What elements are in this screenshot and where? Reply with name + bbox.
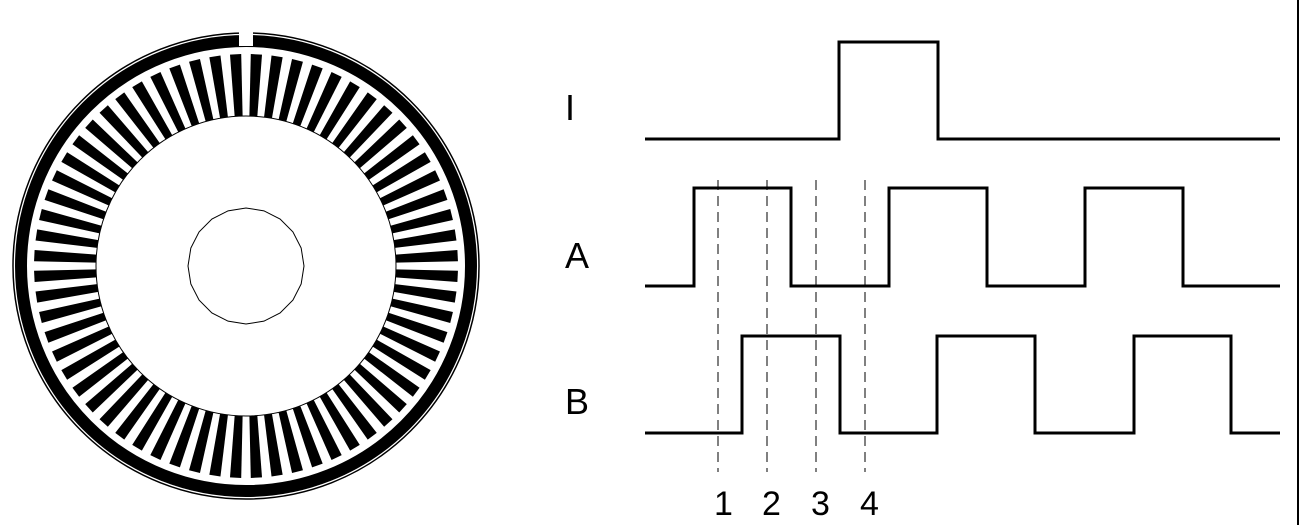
disk-slot: [150, 72, 186, 133]
disk-slot: [332, 92, 377, 148]
disk-slot: [354, 363, 407, 413]
disk-slot: [132, 81, 173, 140]
disk-slot: [372, 339, 431, 380]
disk-slot: [319, 81, 360, 140]
disk-slot: [115, 92, 160, 148]
disk-slot: [364, 135, 420, 180]
disk-slot: [364, 352, 420, 397]
disk-slot: [379, 170, 440, 206]
disk-slot: [85, 363, 138, 413]
disk-slot: [61, 152, 120, 193]
disk-slot: [72, 352, 128, 397]
disk-slot: [390, 298, 453, 323]
disk-slot: [264, 413, 283, 477]
disk-slot: [278, 59, 303, 122]
disk-slot: [395, 249, 458, 263]
disk-slot: [249, 415, 263, 478]
disk-slot: [319, 392, 360, 451]
disk-slot: [39, 298, 102, 323]
signal-label-i: I: [565, 87, 575, 128]
disk-slot: [52, 326, 113, 362]
disk-slot: [343, 105, 393, 158]
waveform-b: [645, 334, 1280, 435]
disk-slot: [52, 170, 113, 206]
disk-slot: [292, 405, 323, 468]
disk-slot: [99, 105, 149, 158]
step-marker-label-4: 4: [860, 485, 879, 523]
disk-slot: [393, 284, 457, 303]
disk-inner-track-edge: [95, 115, 397, 417]
disk-slot: [189, 59, 214, 122]
disk-slot: [209, 413, 228, 477]
disk-slot: [169, 64, 200, 127]
waveform-a: [645, 186, 1280, 288]
disk-slot: [354, 119, 407, 169]
index-mark: [239, 30, 253, 46]
disk-slot: [306, 399, 342, 460]
step-marker-label-1: 1: [714, 485, 733, 523]
waveform-i: [645, 40, 1280, 141]
disk-slot: [343, 374, 393, 427]
disk-slot: [72, 135, 128, 180]
disk-slot: [292, 64, 323, 127]
disk-slot: [379, 326, 440, 362]
disk-slot: [306, 72, 342, 133]
disk-slot: [264, 55, 283, 119]
disk-slot: [150, 399, 186, 460]
disk-slot: [39, 209, 102, 234]
signal-label-b: B: [565, 381, 589, 422]
slot-track: [34, 54, 458, 478]
disk-slot: [229, 415, 243, 478]
disk-slot: [209, 55, 228, 119]
disk-slot: [372, 152, 431, 193]
disk-slot: [390, 209, 453, 234]
disk-slot: [44, 312, 107, 343]
disk-slot: [169, 405, 200, 468]
disk-slot: [35, 229, 99, 248]
disk-slot: [85, 119, 138, 169]
disk-hub: [187, 207, 305, 325]
step-marker-label-3: 3: [811, 485, 830, 523]
frame-right-edge: [1297, 0, 1299, 525]
disk-slot: [249, 54, 263, 117]
disk-slot: [35, 284, 99, 303]
step-marker-label-2: 2: [762, 485, 781, 523]
disk-slot: [34, 269, 97, 283]
disk-slot: [132, 392, 173, 451]
disk-slot: [99, 374, 149, 427]
disk-slot: [189, 410, 214, 473]
disk-slot: [115, 384, 160, 440]
disk-slot: [34, 249, 97, 263]
disk-slot: [385, 312, 448, 343]
disk-slot: [385, 189, 448, 220]
encoder-disk: [12, 30, 480, 500]
disk-slot: [395, 269, 458, 283]
disk-slot: [61, 339, 120, 380]
disk-slot: [332, 384, 377, 440]
disk-slot: [229, 54, 243, 117]
disk-slot: [393, 229, 457, 248]
signal-label-a: A: [565, 235, 589, 276]
disk-slot: [44, 189, 107, 220]
disk-slot: [278, 410, 303, 473]
